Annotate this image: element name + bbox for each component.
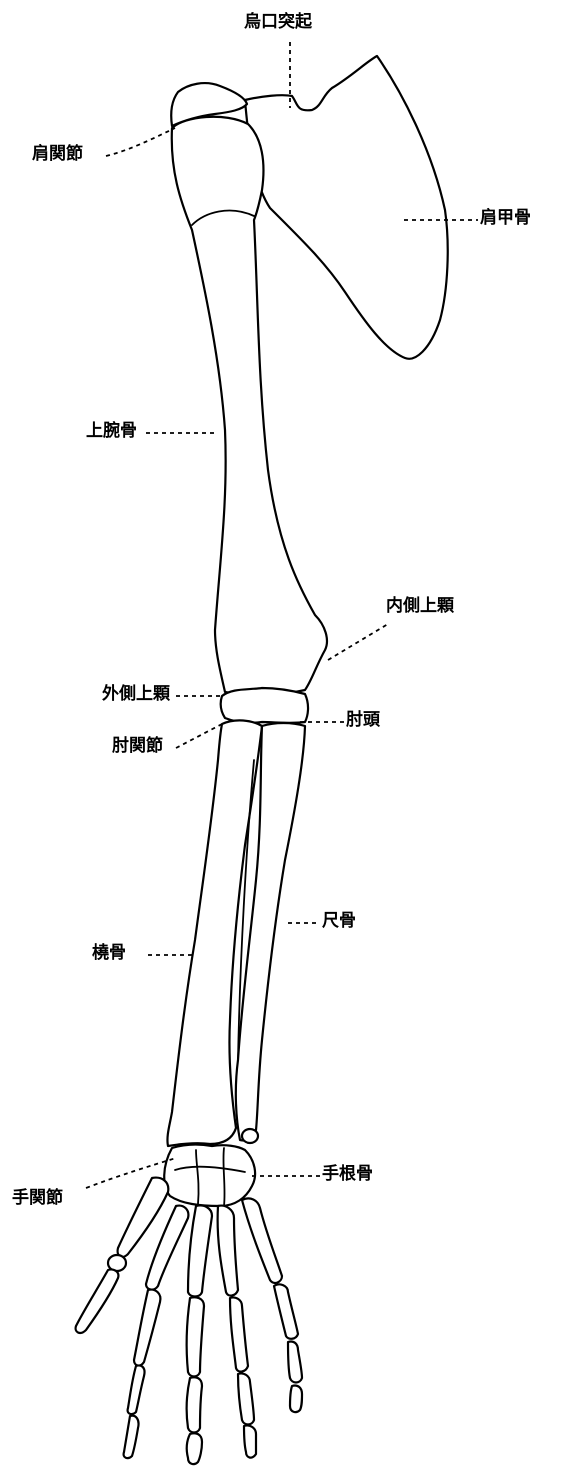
label-humerus: 上腕骨 xyxy=(86,423,137,440)
ring-distal-phalanx xyxy=(244,1425,256,1457)
label-wrist-joint: 手関節 xyxy=(12,1190,63,1207)
index-middle-phalanx xyxy=(128,1365,145,1414)
label-scapula: 肩甲骨 xyxy=(480,210,531,227)
middle-distal-phalanx xyxy=(187,1433,202,1464)
label-lateral-epicondyle: 外側上顆 xyxy=(102,686,170,703)
label-radius: 橈骨 xyxy=(92,945,126,962)
elbow-condyles xyxy=(221,688,308,723)
carpal-line-3 xyxy=(223,1148,224,1206)
leader-medial-epicondyle xyxy=(328,624,388,660)
index-proximal-phalanx xyxy=(134,1290,160,1366)
label-elbow-joint: 肘関節 xyxy=(112,738,163,755)
ring-proximal-phalanx xyxy=(230,1297,248,1371)
label-coracoid: 烏口突起 xyxy=(244,14,312,31)
index-distal-phalanx xyxy=(124,1416,139,1458)
middle-proximal-phalanx xyxy=(187,1297,204,1376)
ulnar-styloid xyxy=(242,1129,258,1143)
leader-elbow-joint xyxy=(176,724,222,748)
little-metacarpal xyxy=(242,1198,282,1283)
middle-middle-phalanx xyxy=(187,1377,202,1432)
leader-shoulder-joint xyxy=(106,128,175,156)
scapula-bone xyxy=(245,56,448,359)
little-middle-phalanx xyxy=(288,1341,302,1382)
label-shoulder-joint: 肩関節 xyxy=(32,146,83,163)
label-carpal-bones: 手根骨 xyxy=(322,1166,373,1183)
label-olecranon: 肘頭 xyxy=(346,712,380,729)
label-ulna: 尺骨 xyxy=(322,913,356,930)
little-distal-phalanx xyxy=(290,1385,302,1412)
carpal-bones-shape xyxy=(164,1145,255,1206)
thumb-distal-phalanx xyxy=(76,1269,119,1332)
middle-metacarpal xyxy=(188,1205,212,1296)
label-medial-epicondyle: 内側上顆 xyxy=(386,598,454,615)
little-proximal-phalanx xyxy=(274,1284,298,1338)
ring-middle-phalanx xyxy=(238,1373,254,1424)
ring-metacarpal xyxy=(218,1206,238,1296)
